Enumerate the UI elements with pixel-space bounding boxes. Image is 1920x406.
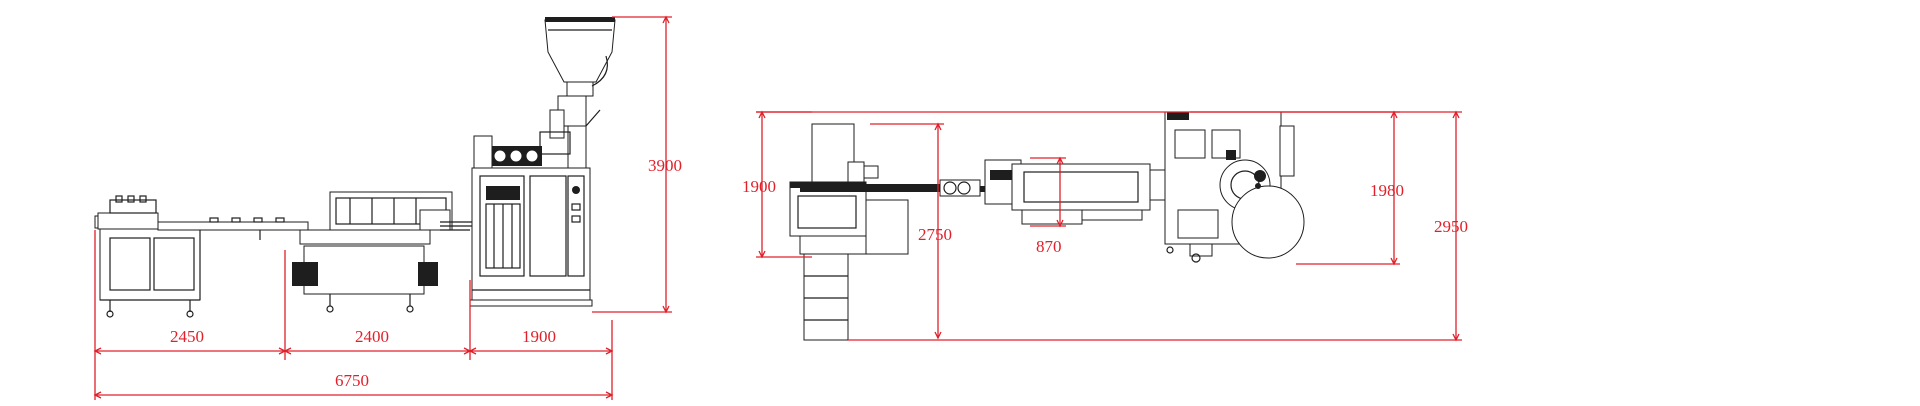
dim-mid-depth: 2750 [918, 225, 952, 244]
top-machine-left [789, 123, 909, 341]
dim-height: 3900 [648, 156, 682, 175]
dim-left-depth: 1900 [742, 177, 776, 196]
dim-total-length: 6750 [335, 371, 369, 390]
dim-right-depth: 1980 [1370, 181, 1404, 200]
dim-conveyor-width: 870 [1036, 237, 1062, 256]
side-machine-section-1 [94, 195, 309, 318]
top-view: 1900 2750 870 1980 2950 [742, 110, 1468, 342]
dim-section-1: 2450 [170, 327, 204, 346]
side-view-dimensions [93, 15, 672, 400]
dim-section-2: 2400 [355, 327, 389, 346]
top-view-dimensions [756, 110, 1462, 342]
dim-section-3: 1900 [522, 327, 556, 346]
top-machine-middle [984, 159, 1176, 225]
top-machine-right [1164, 111, 1305, 263]
dim-total-depth: 2950 [1434, 217, 1468, 236]
side-view: 2450 2400 1900 6750 3900 [93, 15, 682, 400]
side-machine-section-2 [292, 191, 470, 313]
side-machine-section-3 [440, 17, 616, 307]
